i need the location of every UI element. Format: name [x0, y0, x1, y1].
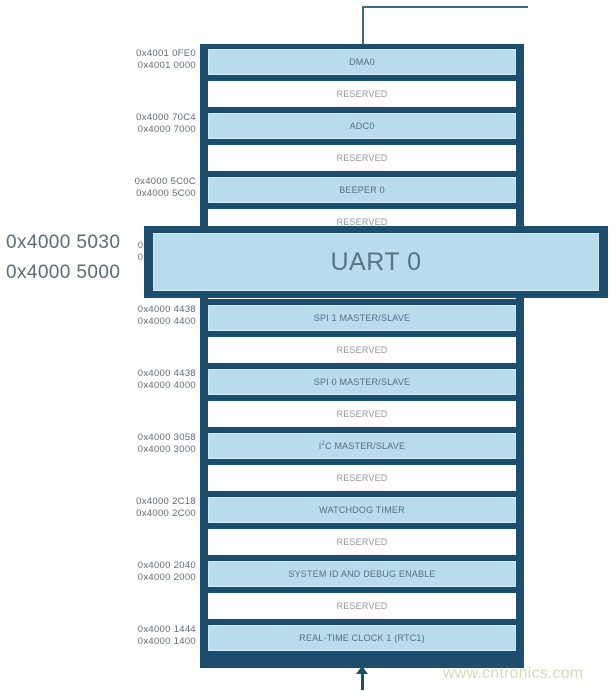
- callout-address-low: 0x4000 5000: [6, 262, 121, 283]
- memory-row-label: SPI 1 MASTER/SLAVE: [313, 313, 411, 323]
- address-high: 0x4000 1444: [137, 624, 196, 635]
- bottom-arrow-icon: [356, 666, 368, 690]
- memory-row-peripheral[interactable]: REAL-TIME CLOCK 1 (RTC1): [208, 625, 516, 651]
- memory-row-reserved[interactable]: RESERVED: [208, 593, 516, 619]
- address-high: 0x4000 5C0C: [134, 176, 196, 187]
- memory-row-label: RESERVED: [336, 217, 388, 227]
- memory-row-label: RESERVED: [336, 153, 388, 163]
- memory-row-label: RESERVED: [336, 409, 388, 419]
- uart0-callout-label: UART 0: [153, 233, 599, 291]
- memory-row-label: SYSTEM ID AND DEBUG ENABLE: [288, 569, 436, 579]
- memory-row-reserved[interactable]: RESERVED: [208, 145, 516, 171]
- address-high: 0x4000 2C18: [136, 496, 196, 507]
- memory-row-peripheral[interactable]: BEEPER 0: [208, 177, 516, 203]
- memory-row-peripheral[interactable]: WATCHDOG TIMER: [208, 497, 516, 523]
- top-connector-vertical: [362, 6, 364, 46]
- address-low: 0x4000 4000: [137, 380, 196, 391]
- memory-row-label: SPI 0 MASTER/SLAVE: [313, 377, 411, 387]
- memory-row-reserved[interactable]: RESERVED: [208, 529, 516, 555]
- memory-row-peripheral[interactable]: SYSTEM ID AND DEBUG ENABLE: [208, 561, 516, 587]
- address-low: 0x4000 3000: [137, 444, 196, 455]
- address-high: 0x4000 4438: [137, 304, 196, 315]
- uart0-callout-block[interactable]: UART 0: [144, 226, 608, 298]
- watermark-text: www.cntronics.com: [443, 665, 584, 682]
- top-connector-line: [362, 6, 528, 46]
- memory-row-peripheral[interactable]: ADC0: [208, 113, 516, 139]
- address-low: 0x4000 7000: [137, 124, 196, 135]
- address-low: 0x4000 2000: [137, 572, 196, 583]
- memory-row-reserved[interactable]: RESERVED: [208, 401, 516, 427]
- callout-address-labels: 0x4000 5030 0x4000 5000: [6, 228, 138, 288]
- memory-row-label: ADC0: [349, 121, 375, 131]
- address-high: 0x4000 4438: [137, 368, 196, 379]
- memory-row-label: RESERVED: [336, 473, 388, 483]
- memory-row-label: RESERVED: [336, 345, 388, 355]
- memory-row-peripheral[interactable]: SPI 0 MASTER/SLAVE: [208, 369, 516, 395]
- address-high: 0x4000 2040: [137, 560, 196, 571]
- address-high: 0x4001 0FE0: [136, 48, 196, 59]
- memory-row-label: I2C MASTER/SLAVE: [318, 441, 406, 451]
- memory-row-reserved[interactable]: RESERVED: [208, 465, 516, 491]
- memory-row-label: REAL-TIME CLOCK 1 (RTC1): [299, 633, 425, 643]
- address-low: 0x4001 0000: [137, 60, 196, 71]
- memory-row-label: RESERVED: [336, 537, 388, 547]
- address-high: 0x4000 70C4: [136, 112, 196, 123]
- callout-address-high: 0x4000 5030: [6, 232, 121, 253]
- memory-row-reserved[interactable]: RESERVED: [208, 81, 516, 107]
- address-low: 0x4000 4400: [137, 316, 196, 327]
- memory-row-reserved[interactable]: RESERVED: [208, 337, 516, 363]
- top-connector-horizontal: [362, 6, 528, 8]
- address-low: 0x4000 1400: [137, 636, 196, 647]
- memory-row-label: RESERVED: [336, 89, 388, 99]
- memory-row-label: WATCHDOG TIMER: [319, 505, 405, 515]
- memory-row-label: BEEPER 0: [339, 185, 385, 195]
- bottom-arrow-head: [356, 666, 368, 674]
- memory-row-peripheral[interactable]: I2C MASTER/SLAVE: [208, 433, 516, 459]
- address-high: 0x4000 3058: [137, 432, 196, 443]
- address-low: 0x4000 2C00: [136, 508, 196, 519]
- address-low: 0x4000 5C00: [136, 188, 196, 199]
- memory-row-label: DMA0: [349, 57, 375, 67]
- memory-row-peripheral[interactable]: SPI 1 MASTER/SLAVE: [208, 305, 516, 331]
- bottom-arrow-shaft: [361, 671, 364, 690]
- memory-row-label: RESERVED: [336, 601, 388, 611]
- memory-row-peripheral[interactable]: DMA0: [208, 49, 516, 75]
